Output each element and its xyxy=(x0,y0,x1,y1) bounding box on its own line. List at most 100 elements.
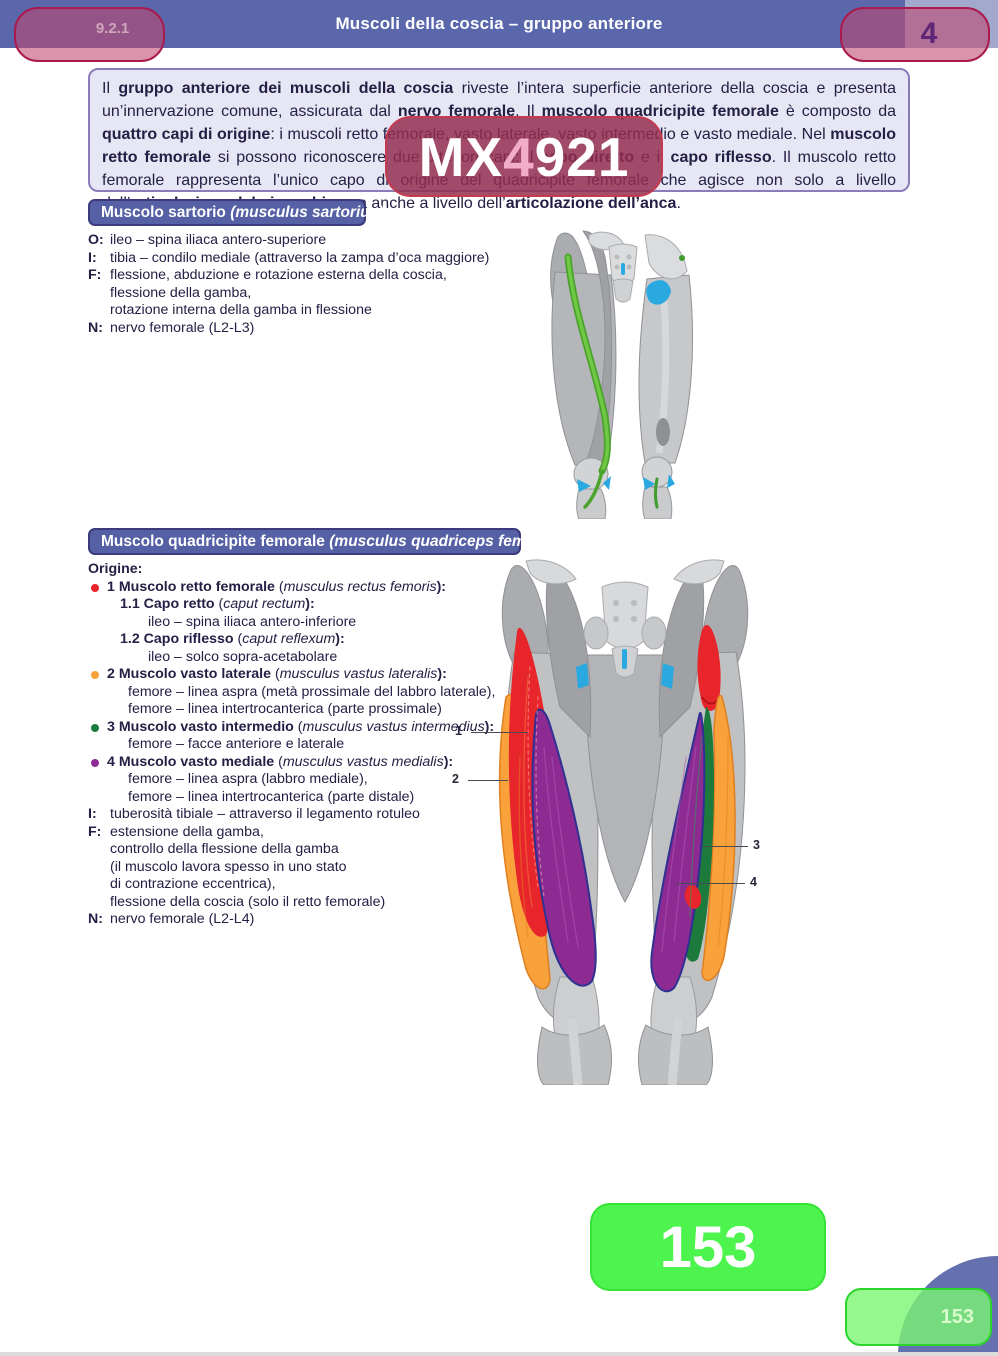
detail-line-text: femore – linea aspra (metà prossimale de… xyxy=(128,683,496,700)
watermark-suffix: 921 xyxy=(534,125,630,188)
detail-line: femore – linea aspra (metà prossimale de… xyxy=(88,684,528,702)
rectus-femoris-cut-stub xyxy=(697,624,721,712)
nerve-label: N: xyxy=(88,319,103,336)
function-row: F: estensione della gamba, xyxy=(88,824,528,842)
function-value-line: di contrazione eccentrica), xyxy=(110,876,276,892)
insertion-value: tuberosità tibiale – attraverso il legam… xyxy=(110,806,420,822)
callout-line-4 xyxy=(676,883,745,884)
origin-row: O: ileo – spina iliaca antero-superiore xyxy=(88,232,528,250)
bullet-orange xyxy=(91,671,99,679)
muscle-line-rectus: 1 Muscolo retto femorale (musculus rectu… xyxy=(88,579,528,597)
sub-line: 1.2 Capo riflesso (caput reflexum): xyxy=(88,631,528,649)
origin-label: O: xyxy=(88,232,104,248)
sub-line: 1.1 Capo retto (caput rectum): xyxy=(88,596,528,614)
function-row-cont: flessione della coscia (solo il retto fe… xyxy=(88,894,528,912)
sub-line-text: 1.2 Capo riflesso (caput reflexum): xyxy=(120,631,345,647)
page-number-corner-badge: 153 xyxy=(845,1288,992,1346)
function-value-line: flessione della coscia (solo il retto fe… xyxy=(110,893,386,910)
chapter-number-overlay: 4 xyxy=(840,7,990,62)
origin-marker-dot xyxy=(679,255,685,261)
function-value-line: controllo della flessione della gamba xyxy=(110,841,339,857)
muscle-line-text: 4 Muscolo vasto mediale (musculus vastus… xyxy=(107,753,454,770)
function-value-line: (il muscolo lavora spesso in uno stato xyxy=(110,858,347,875)
watermark-highlight: 4 xyxy=(503,125,535,188)
sartorius-muscle-highlight xyxy=(564,253,659,509)
function-row-cont: (il muscolo lavora spesso in uno stato xyxy=(88,859,528,877)
function-row-cont: flessione della gamba, xyxy=(88,285,528,303)
detail-line-text: femore – linea aspra (labbro mediale), xyxy=(128,771,368,787)
sartorio-spec-list: O: ileo – spina iliaca antero-superiore … xyxy=(88,232,528,337)
function-row: F: flessione, abduzione e rotazione este… xyxy=(88,267,528,285)
section-number-overlay: 9.2.1 xyxy=(14,7,165,62)
bottom-rule xyxy=(0,1352,998,1356)
callout-line-3 xyxy=(703,846,748,847)
section-title-sartorio: Muscolo sartorio (musculus sartorius) xyxy=(88,199,384,226)
nerve-value: nervo femorale (L2-L3) xyxy=(110,319,255,336)
origin-value: ileo – spina iliaca antero-superiore xyxy=(110,232,327,248)
cartilage-highlights xyxy=(576,649,674,689)
detail-line: femore – linea intertrocanterica (parte … xyxy=(88,701,528,719)
function-label: F: xyxy=(88,823,102,840)
nerve-row: N: nervo femorale (L2-L3) xyxy=(88,320,528,338)
detail-line-text: femore – facce anteriore e laterale xyxy=(128,736,345,752)
section-title-sartorio-text: Muscolo sartorio (musculus sartorius) xyxy=(101,203,384,221)
function-value-line: flessione della gamba, xyxy=(110,284,252,301)
detail-line-text: ileo – spina iliaca antero-inferiore xyxy=(148,613,357,630)
detail-line: femore – linea intertrocanterica (parte … xyxy=(88,789,528,807)
callout-line-1 xyxy=(471,732,528,733)
detail-line: ileo – solco sopra-acetabolare xyxy=(88,649,528,667)
insertion-label: I: xyxy=(88,806,97,822)
function-value-line: rotazione interna della gamba in flessio… xyxy=(110,302,372,318)
function-row-cont: di contrazione eccentrica), xyxy=(88,876,528,894)
bullet-purple xyxy=(91,758,99,767)
page-number: 153 xyxy=(940,1305,974,1328)
muscle-line-text: 1 Muscolo retto femorale (musculus rectu… xyxy=(107,578,447,595)
section-number: 9.2.1 xyxy=(95,20,130,37)
section-title-quadricipite: Muscolo quadricipite femorale (musculus … xyxy=(88,528,559,555)
callout-number-2: 2 xyxy=(452,772,459,786)
page-number-overlay-badge: 153 xyxy=(590,1203,826,1291)
function-label: F: xyxy=(88,267,102,283)
insertion-row: I: tuberosità tibiale – attraverso il le… xyxy=(88,806,528,824)
page-number-overlay-text: 153 xyxy=(659,1214,757,1280)
insertion-value: tibia – condilo mediale (attraverso la z… xyxy=(110,249,490,266)
nerve-value: nervo femorale (L2-L4) xyxy=(110,911,255,927)
quadriceps-illustration xyxy=(498,559,749,1085)
insertion-label: I: xyxy=(88,249,97,266)
watermark-prefix: MX xyxy=(418,125,504,188)
nerve-label: N: xyxy=(88,911,103,927)
cartilage-highlights xyxy=(577,263,675,492)
detail-line: femore – linea aspra (labbro mediale), xyxy=(88,771,528,789)
detail-line: ileo – spina iliaca antero-inferiore xyxy=(88,614,528,632)
bullet-green xyxy=(91,723,99,732)
detail-line-text: ileo – solco sopra-acetabolare xyxy=(148,648,338,665)
callout-number-3: 3 xyxy=(753,838,760,852)
callout-number-4: 4 xyxy=(750,875,757,889)
section-title-quadricipite-text: Muscolo quadricipite femorale (musculus … xyxy=(101,532,560,550)
rectus-distal-stub xyxy=(684,885,702,909)
quadricipite-spec-list: Origine: 1 Muscolo retto femorale (muscu… xyxy=(88,561,528,929)
page-title: Muscoli della coscia – gruppo anteriore xyxy=(335,14,663,33)
sub-line-text: 1.1 Capo retto (caput rectum): xyxy=(120,596,315,612)
sartorius-illustration xyxy=(550,230,694,519)
callout-number-1: 1 xyxy=(455,724,462,738)
muscle-line-intermedius: 3 Muscolo vasto intermedio (musculus vas… xyxy=(88,719,528,737)
vastus-lateralis-right-shape xyxy=(701,694,736,982)
muscle-line-text: 2 Muscolo vasto laterale (musculus vastu… xyxy=(107,666,447,682)
function-value-line: estensione della gamba, xyxy=(110,823,264,840)
intro-paragraph: Il gruppo anteriore dei muscoli della co… xyxy=(88,68,910,212)
muscle-line-medialis: 4 Muscolo vasto mediale (musculus vastus… xyxy=(88,754,528,772)
header-bar xyxy=(0,0,998,48)
function-value-line: flessione, abduzione e rotazione esterna… xyxy=(110,267,447,283)
muscle-line-lateralis: 2 Muscolo vasto laterale (musculus vastu… xyxy=(88,666,528,684)
detail-line-text: femore – linea intertrocanterica (parte … xyxy=(128,788,415,805)
detail-line: femore – facce anteriore e laterale xyxy=(88,736,528,754)
muscle-line-text: 3 Muscolo vasto intermedio (musculus vas… xyxy=(107,718,495,735)
callout-line-2 xyxy=(468,780,508,781)
origine-heading: Origine: xyxy=(88,561,143,577)
function-row-cont: controllo della flessione della gamba xyxy=(88,841,528,859)
detail-line-text: femore – linea intertrocanterica (parte … xyxy=(128,701,442,717)
function-row-cont: rotazione interna della gamba in flessio… xyxy=(88,302,528,320)
